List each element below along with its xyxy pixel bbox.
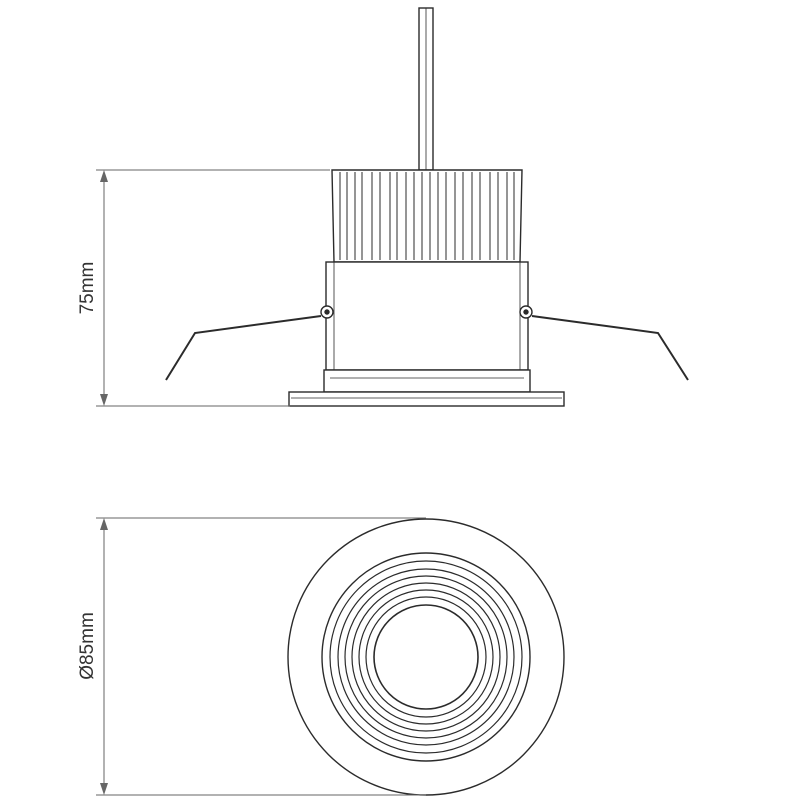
baffle-ring [358,589,494,725]
diameter-dimension [96,517,426,796]
baffle-ring [351,582,501,732]
diameter-arrow-bottom [100,783,108,795]
spring-clip-right [519,305,689,381]
bezel-flange [288,391,565,407]
diameter-arrow-top [100,518,108,530]
height-arrow-top [100,170,108,182]
diameter-dimension-label: Ø85mm [77,612,98,680]
lens-circle [373,604,479,710]
baffle-ring [344,575,508,739]
height-dimension-label: 75mm [77,261,98,315]
baffle-rings [329,560,523,754]
baffle-ring [329,560,523,754]
spring-clip-left [165,305,334,381]
height-dimension [96,169,330,407]
baffle-ring [337,568,515,746]
bezel-step [323,369,531,393]
lamp-body [325,261,529,371]
front-view [287,518,565,796]
height-arrow-bottom [100,394,108,406]
heat-sink [331,169,523,263]
reflector-outer-circle [321,552,531,762]
side-view [165,7,689,407]
baffle-ring [365,596,487,718]
